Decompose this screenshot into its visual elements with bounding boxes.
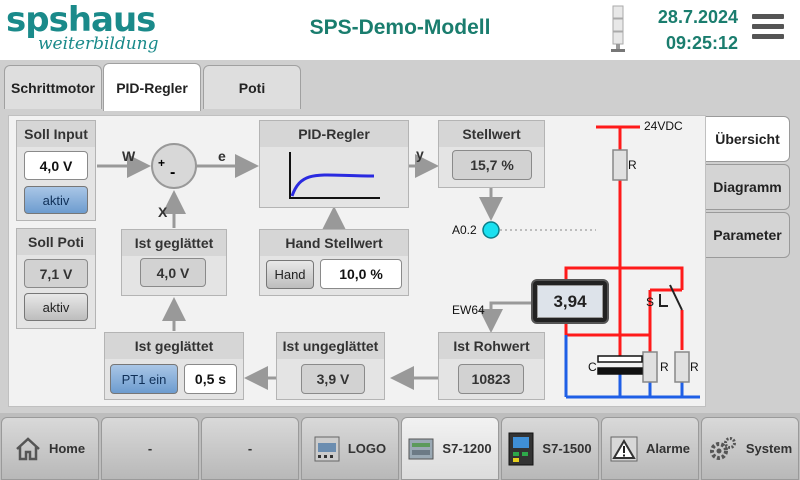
- block-title: PID-Regler: [260, 121, 408, 147]
- side-tab-diagramm[interactable]: Diagramm: [706, 164, 790, 210]
- hand-mode-button[interactable]: Hand: [266, 260, 314, 289]
- pid-controller-block: PID-Regler: [259, 120, 409, 208]
- nav-s7-1200-button[interactable]: S7-1200: [401, 417, 499, 480]
- header-bar: [0, 0, 800, 60]
- nav-label: Alarme: [645, 441, 691, 456]
- label-y: y: [416, 146, 424, 162]
- nav-label: LOGO: [347, 441, 387, 456]
- nav-system-button[interactable]: System: [701, 417, 799, 480]
- block-title: Ist geglättet: [105, 333, 243, 359]
- resistor-label: R: [628, 158, 637, 172]
- tab-poti[interactable]: Poti: [203, 65, 301, 109]
- hand-stellwert-input[interactable]: 10,0 %: [320, 259, 402, 289]
- soll-input-value[interactable]: 4,0 V: [24, 151, 88, 180]
- nav-label: System: [745, 441, 793, 456]
- nav-label: -: [147, 441, 153, 456]
- nav-s7-1500-button[interactable]: S7-1500: [501, 417, 599, 480]
- capacitor-icon: [597, 355, 643, 363]
- logo-plc-icon: [314, 436, 340, 461]
- nav-logo-button[interactable]: LOGO: [301, 417, 399, 480]
- block-title: Ist geglättet: [122, 230, 226, 256]
- side-tab-parameter[interactable]: Parameter: [706, 212, 790, 258]
- menu-icon[interactable]: [752, 14, 784, 44]
- output-address-label: A0.2: [452, 223, 477, 237]
- soll-poti-value: 7,1 V: [24, 259, 88, 288]
- sum-plus-sign: +: [158, 156, 166, 170]
- tab-pid-regler[interactable]: PID-Regler: [103, 63, 201, 111]
- resistor-label: R: [690, 360, 699, 374]
- block-title: Soll Poti: [17, 229, 95, 255]
- ist-ungeglaettet-value: 3,9 V: [301, 364, 365, 394]
- signal-tower-icon: [611, 5, 625, 52]
- ist-geglaettet-value: 4,0 V: [140, 258, 206, 287]
- nav-empty-button[interactable]: -: [101, 417, 199, 480]
- signal-flow-diagram: [97, 125, 700, 399]
- pt1-enable-button[interactable]: PT1 ein: [110, 364, 178, 394]
- nav-label: S7-1500: [542, 441, 592, 456]
- label-x: X: [158, 204, 168, 220]
- time-display: 09:25:12: [665, 33, 738, 53]
- voltmeter-value: 3,94: [537, 285, 603, 318]
- soll-input-active-button[interactable]: aktiv: [24, 186, 88, 214]
- resistor-label: R: [660, 360, 669, 374]
- line-ew64: [479, 301, 533, 333]
- s7-1200-icon: [408, 438, 434, 459]
- switch-label: S: [646, 295, 655, 309]
- nav-empty-button[interactable]: -: [201, 417, 299, 480]
- block-title: Hand Stellwert: [260, 230, 408, 256]
- soll-poti-active-button[interactable]: aktiv: [24, 293, 88, 321]
- nav-alarme-button[interactable]: Alarme: [601, 417, 699, 480]
- brand-logo: spshaus: [6, 0, 156, 40]
- nav-label: -: [247, 441, 253, 456]
- output-led-icon: [482, 221, 500, 239]
- block-title: Stellwert: [439, 121, 544, 147]
- resistor-icon: [674, 351, 690, 383]
- page-title: SPS-Demo-Modell: [309, 16, 491, 39]
- stellwert-value: 15,7 %: [452, 150, 532, 180]
- date-display: 28.7.2024: [657, 7, 738, 27]
- tab-schrittmotor[interactable]: Schrittmotor: [4, 65, 102, 109]
- capacitor-label: C: [588, 360, 597, 374]
- resistor-icon: [612, 149, 628, 181]
- ist-rohwert-value: 10823: [458, 364, 524, 394]
- gears-icon: [709, 436, 736, 460]
- step-response-icon: [289, 152, 380, 199]
- sum-minus-sign: -: [170, 164, 176, 181]
- side-tab-uebersicht[interactable]: Übersicht: [706, 116, 790, 162]
- nav-label: Home: [48, 441, 86, 456]
- warning-icon: [610, 436, 638, 461]
- block-title: Soll Input: [17, 121, 95, 147]
- brand-logo-subtitle: weiterbildung: [38, 34, 159, 54]
- input-address-label: EW64: [452, 303, 485, 317]
- s7-1500-icon: [508, 432, 534, 465]
- home-icon: [16, 436, 40, 460]
- nav-home-button[interactable]: Home: [1, 417, 99, 480]
- nav-label: S7-1200: [442, 441, 492, 456]
- resistor-icon: [642, 351, 658, 383]
- pt1-time-input[interactable]: 0,5 s: [184, 364, 237, 394]
- label-e: e: [218, 148, 226, 164]
- supply-label: 24VDC: [644, 119, 683, 133]
- block-title: Ist Rohwert: [439, 333, 544, 359]
- switch-icon: [659, 284, 683, 311]
- label-w: W: [122, 148, 136, 164]
- block-title: Ist ungeglättet: [277, 333, 384, 359]
- summing-junction-icon: [151, 143, 197, 189]
